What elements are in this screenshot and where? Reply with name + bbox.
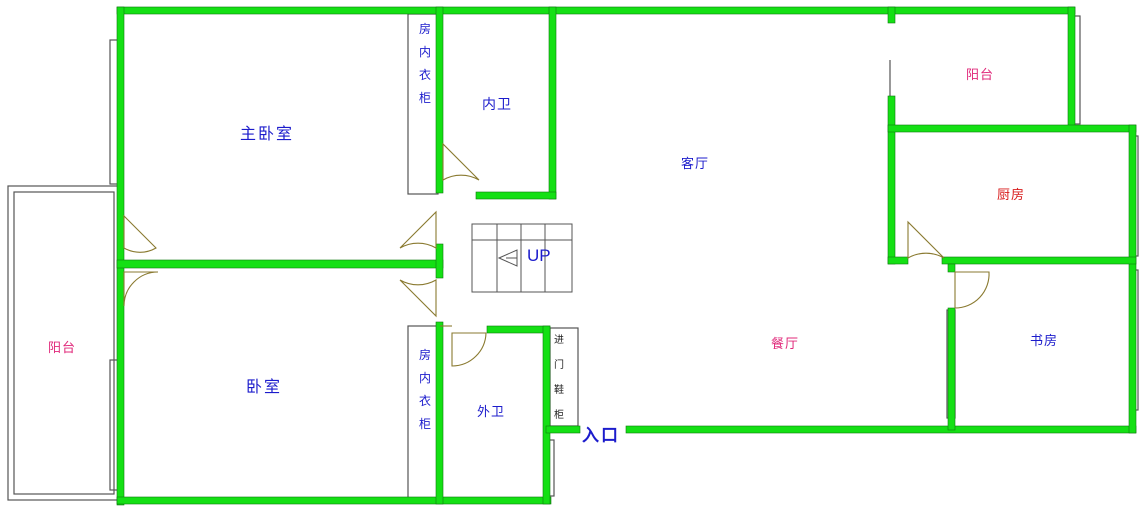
room-label-living-room: 客厅 (681, 157, 710, 172)
door-master-bedroom-balcony (123, 214, 157, 253)
wall-study-top-stub (947, 263, 956, 273)
wardrobe-top-char: 内 (418, 45, 431, 59)
shoe-cabinet-char: 门 (554, 360, 564, 371)
wardrobe-bottom-char: 柜 (418, 417, 431, 431)
wall-bottom-left (116, 496, 552, 505)
wardrobe-bottom-char: 房 (418, 348, 431, 362)
stairs-outline (471, 223, 573, 293)
door-bedroom-balcony (123, 271, 159, 307)
door-study (954, 271, 990, 309)
wall-outer-bath-right (542, 325, 551, 505)
room-label-outer-bathroom: 外卫 (477, 405, 506, 420)
wall-outer-bath-top (486, 325, 551, 334)
wall-between-bedrooms (116, 259, 444, 269)
walls (116, 6, 1137, 506)
room-label-master-bedroom: 主卧室 (240, 124, 295, 143)
room-label-study: 书房 (1030, 334, 1059, 349)
wardrobe-top-char: 衣 (418, 68, 431, 82)
stairs-up-label: UP (527, 246, 551, 265)
wall-right-outer (1128, 124, 1137, 434)
wall-kitchen-left (887, 95, 896, 265)
wall-kitchen-bottom-stub (887, 256, 909, 265)
wall-kitchen-bottom (941, 256, 1137, 265)
wardrobe-top-label: 房 内 衣 柜 (418, 18, 432, 110)
wardrobe-bottom-label: 房 内 衣 柜 (418, 344, 432, 436)
doors (123, 142, 990, 367)
wall-study-left (947, 307, 956, 431)
entrance-label: 入口 (582, 426, 620, 446)
room-label-balcony-right: 阳台 (966, 68, 995, 83)
wall-top (116, 6, 1076, 15)
wardrobe-bottom-char: 衣 (418, 394, 431, 408)
wall-wardrobe-top-right (435, 6, 444, 194)
wall-left (116, 6, 125, 506)
wardrobe-top-char: 房 (418, 22, 431, 36)
room-label-kitchen: 厨房 (997, 188, 1026, 203)
wall-front (625, 425, 1137, 434)
shoe-cabinet-char: 进 (554, 335, 564, 346)
staircase (471, 223, 573, 293)
room-label-bedroom: 卧室 (246, 377, 283, 396)
shoe-cabinet-char: 柜 (554, 410, 564, 421)
wall-wardrobe-bottom-right (435, 321, 444, 505)
wardrobe-bottom-char: 内 (418, 371, 431, 385)
door-kitchen (907, 220, 945, 259)
left-balcony-inner-outline (13, 191, 115, 495)
door-inner-bathroom (442, 142, 480, 181)
shoe-cabinet-char: 鞋 (554, 385, 564, 396)
shoe-cabinet-label: 进 门 鞋 柜 (553, 328, 565, 428)
wall-inner-bath-right (548, 6, 557, 200)
wall-entry-left (545, 425, 581, 434)
door-outer-bathroom (451, 332, 487, 367)
wardrobe-top-char: 柜 (418, 91, 431, 105)
wall-kitchen-top (887, 124, 1137, 133)
room-label-balcony-left: 阳台 (48, 341, 77, 356)
door-master-bedroom (399, 210, 437, 249)
room-label-inner-bathroom: 内卫 (482, 97, 512, 113)
room-label-dining-room: 餐厅 (771, 337, 800, 352)
wall-balcony-left-stub (887, 6, 896, 24)
door-bedroom (399, 279, 437, 318)
wall-hall-center (435, 243, 444, 279)
wall-balcony-right-side (1067, 6, 1076, 130)
wall-inner-bath-bottom (475, 191, 557, 200)
